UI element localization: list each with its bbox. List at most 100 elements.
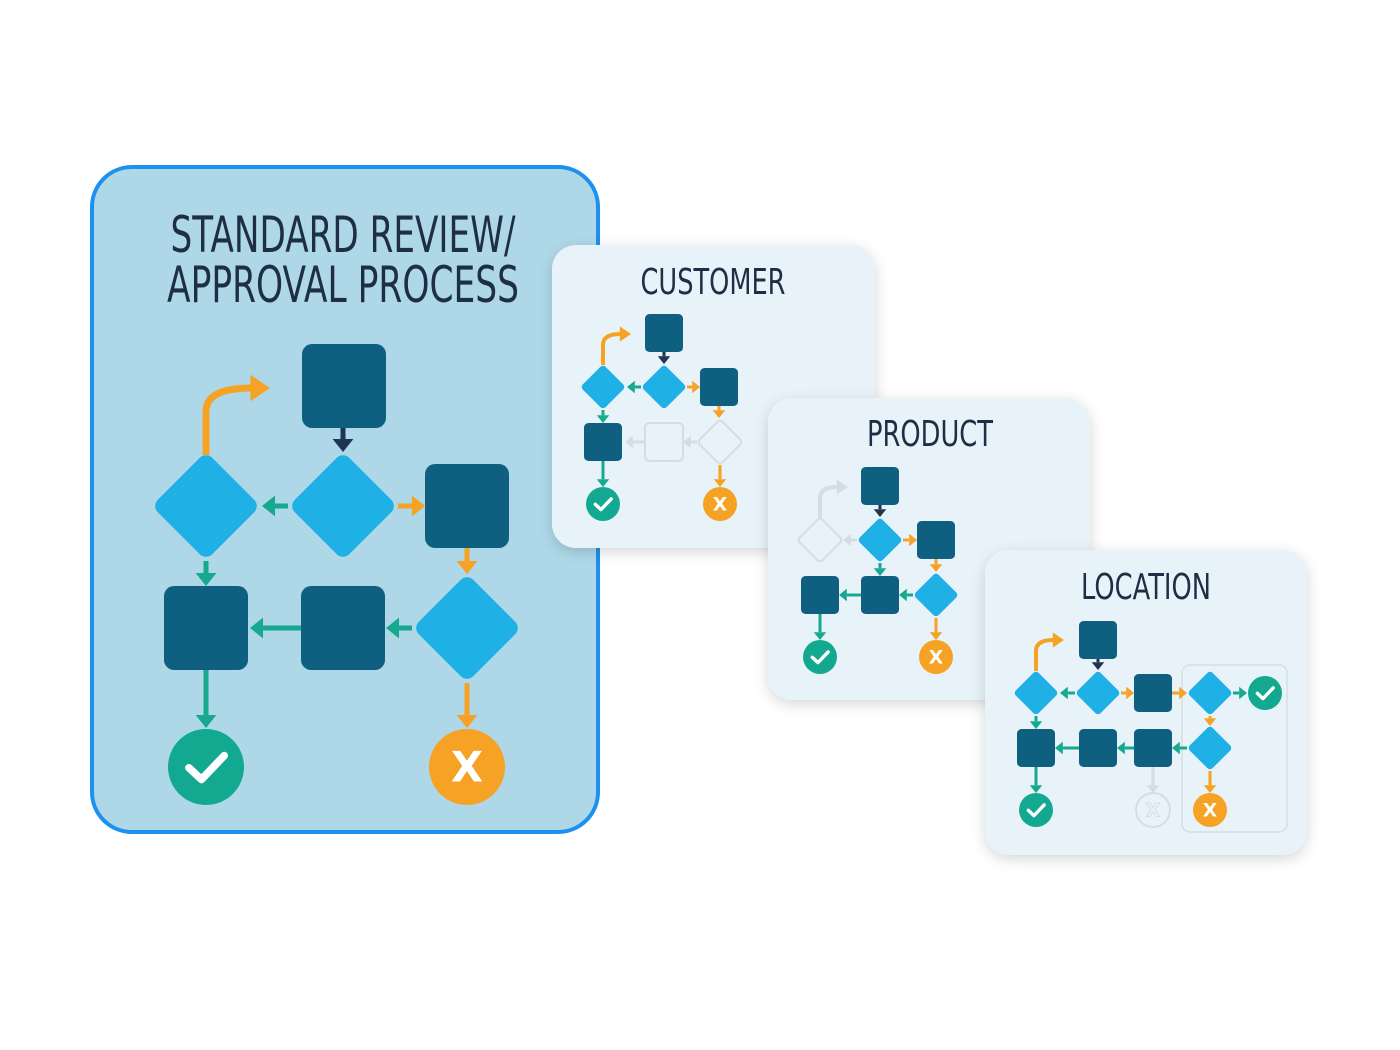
flow-arrowhead (929, 632, 943, 640)
reject-circle (1193, 793, 1227, 827)
flow-arrowhead (596, 479, 610, 487)
flow-arrowhead (1117, 741, 1125, 755)
checkmark-icon (1026, 803, 1046, 818)
flow-arrowhead (899, 588, 907, 602)
process-box (801, 576, 839, 614)
x-icon: X (929, 647, 944, 668)
loop-back-arrow (818, 485, 838, 518)
flow-arrowhead (412, 495, 425, 517)
process-box (425, 464, 509, 548)
main-card-title-line2: APPROVAL PROCESS (167, 256, 519, 314)
process-box (1134, 729, 1172, 767)
flow-arrowhead (1172, 741, 1180, 755)
flow-arrowhead (929, 564, 943, 572)
loop-back-arrowhead (1052, 632, 1064, 648)
ghost-decision-diamond (797, 517, 843, 563)
x-icon: X (1146, 800, 1161, 821)
flow-arrowhead (839, 588, 847, 602)
flow-arrowhead (195, 573, 217, 586)
flow-arrowhead (195, 715, 217, 728)
loop-back-arrowhead (836, 479, 848, 495)
approve-circle (1019, 793, 1053, 827)
flow-arrowhead (909, 533, 917, 547)
customer-card-title: CUSTOMER (641, 262, 786, 303)
decision-diamond (292, 455, 394, 557)
decision-diamond (642, 365, 686, 409)
flow-arrowhead (1179, 686, 1187, 700)
flow-arrowhead (1203, 785, 1217, 793)
approve-circle (1248, 676, 1282, 710)
flow-arrowhead (596, 415, 610, 423)
main-flowchart: X (155, 344, 518, 805)
flow-arrowhead (813, 632, 827, 640)
process-box (584, 423, 622, 461)
ghost-process-box (644, 422, 684, 462)
product-flowchart: X (797, 467, 958, 674)
checkmark-icon (810, 650, 830, 665)
reject-circle (919, 640, 953, 674)
flow-arrowhead (1060, 686, 1068, 700)
reject-circle (703, 487, 737, 521)
main-card-title-line1: STANDARD REVIEW/ (171, 206, 516, 264)
flow-arrowhead (386, 617, 399, 639)
flow-arrowhead (657, 356, 671, 364)
flow-arrowhead (873, 568, 887, 576)
process-box (645, 314, 683, 352)
decision-diamond (1076, 671, 1120, 715)
flow-arrowhead (1239, 686, 1247, 700)
ghost-decision-diamond (697, 419, 743, 465)
flow-arrowhead (692, 380, 700, 394)
flow-arrowhead (843, 533, 851, 547)
approve-circle (803, 640, 837, 674)
flow-arrowhead (627, 380, 635, 394)
loop-back-arrowhead (619, 326, 631, 342)
flow-arrowhead (1126, 686, 1134, 700)
approve-circle (586, 487, 620, 521)
decision-diamond (155, 455, 257, 557)
decision-diamond (1188, 671, 1232, 715)
process-box (1134, 674, 1172, 712)
flow-arrowhead (625, 435, 633, 449)
process-box (861, 576, 899, 614)
checkmark-icon (1255, 686, 1275, 701)
flow-arrowhead (456, 715, 478, 728)
x-icon: X (1203, 800, 1218, 821)
location-card-title: LOCATION (1081, 567, 1211, 608)
flow-arrowhead (332, 439, 354, 452)
x-icon: X (451, 742, 483, 791)
process-box (917, 521, 955, 559)
customer-flowchart: X (581, 314, 743, 521)
process-box (1079, 621, 1117, 659)
process-box (861, 467, 899, 505)
loop-back-arrow (202, 384, 252, 455)
checkmark-icon (593, 497, 613, 512)
reject-circle (429, 729, 505, 805)
ghost-reject-circle (1135, 792, 1171, 828)
process-box (1079, 729, 1117, 767)
decision-diamond (914, 573, 958, 617)
flow-arrowhead (873, 509, 887, 517)
loop-back-arrow (1034, 638, 1054, 671)
decision-diamond (581, 365, 625, 409)
decision-diamond (1188, 726, 1232, 770)
flow-arrowhead (1091, 662, 1105, 670)
approve-circle (168, 729, 244, 805)
flow-arrowhead (456, 561, 478, 574)
flow-arrowhead (1203, 718, 1217, 726)
decision-diamond (1014, 671, 1058, 715)
process-box (1017, 729, 1055, 767)
flow-arrowhead (713, 479, 727, 487)
process-box (302, 344, 386, 428)
flow-arrowhead (1029, 721, 1043, 729)
flow-arrowhead (262, 495, 275, 517)
flow-arrowhead (683, 435, 691, 449)
flow-arrowhead (1146, 785, 1160, 793)
x-icon: X (713, 494, 728, 515)
flow-arrowhead (1029, 785, 1043, 793)
decision-diamond (416, 577, 518, 679)
loop-back-arrowhead (250, 374, 270, 402)
loop-back-arrow (601, 332, 621, 365)
flow-arrowhead (1055, 741, 1063, 755)
